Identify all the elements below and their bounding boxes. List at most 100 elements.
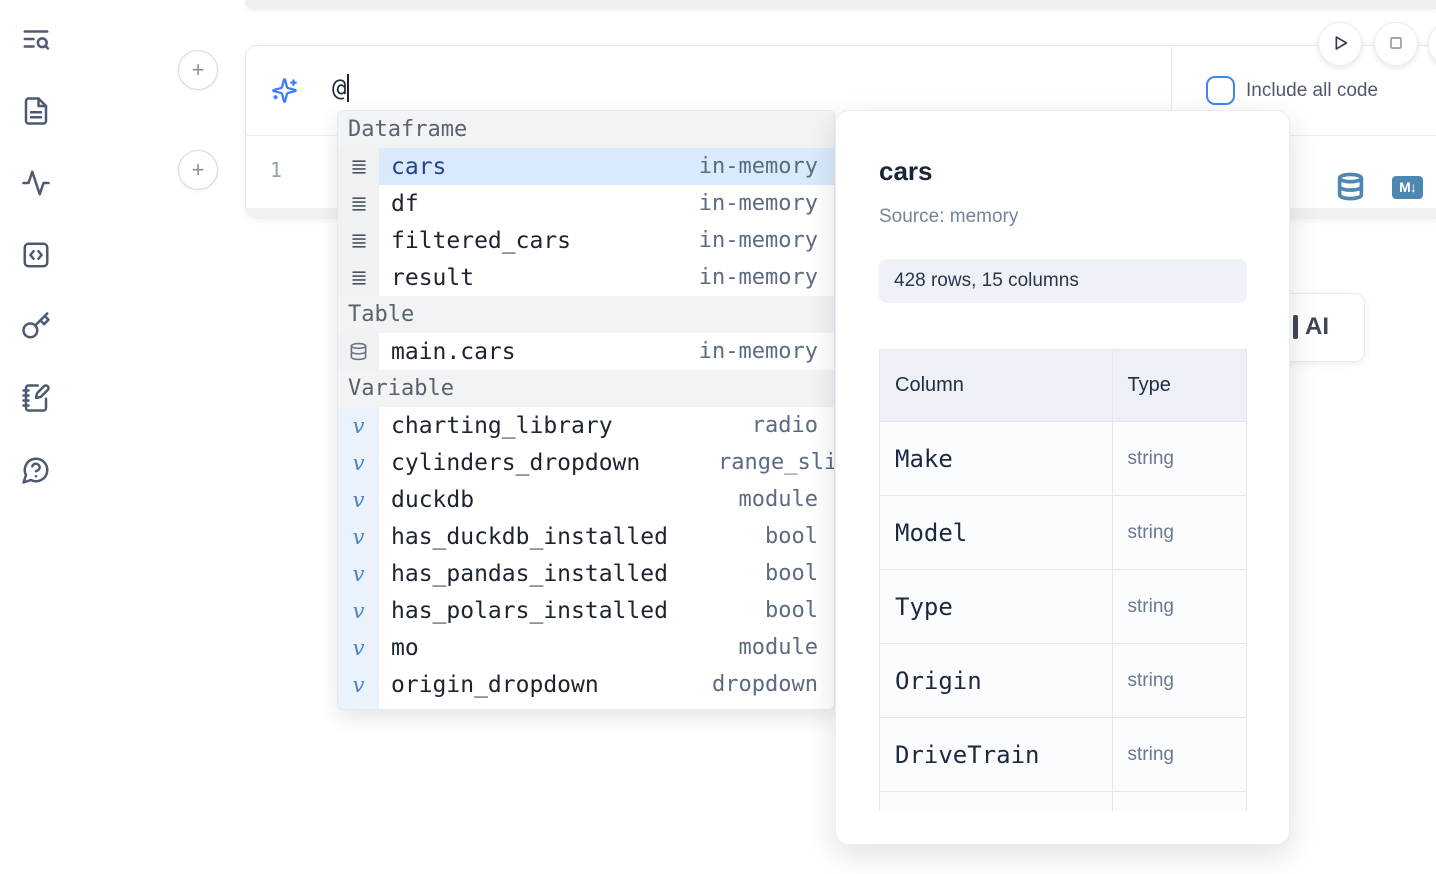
rows-icon xyxy=(338,148,379,185)
key-icon xyxy=(21,312,51,345)
item-name: pd xyxy=(391,709,419,710)
column-type-cell: string xyxy=(1111,569,1247,644)
database-icon xyxy=(338,333,379,370)
sidebar-item-snippets[interactable] xyxy=(21,240,51,270)
item-type: range_slider xyxy=(718,450,835,475)
autocomplete-item-origin_dropdown[interactable]: v origin_dropdown dropdown xyxy=(338,666,834,703)
dataframe-preview-panel: cars Source: memory 428 rows, 15 columns… xyxy=(835,110,1290,845)
include-all-code-checkbox[interactable] xyxy=(1206,76,1235,105)
item-type: bool xyxy=(765,598,818,623)
column-type-cell: string xyxy=(1111,495,1247,570)
variable-icon: v xyxy=(338,592,379,629)
sidebar-item-scratchpad[interactable] xyxy=(21,383,51,413)
markdown-icon[interactable]: M↓ xyxy=(1392,176,1423,199)
sidebar-item-secrets[interactable] xyxy=(21,311,51,341)
column-name-cell: Type xyxy=(879,569,1113,644)
ai-prompt-input[interactable]: @ xyxy=(332,74,350,102)
item-type: in-memory xyxy=(698,265,818,290)
sparkles-icon xyxy=(271,77,298,104)
column-name-cell: Model xyxy=(879,495,1113,570)
previous-cell-footer xyxy=(245,0,1436,9)
schema-header-type: Type xyxy=(1111,349,1247,422)
prompt-divider xyxy=(1171,46,1172,136)
autocomplete-item-cylinders_dropdown[interactable]: v cylinders_dropdown range_slider xyxy=(338,444,834,481)
variable-icon: v xyxy=(338,444,379,481)
item-name: has_duckdb_installed xyxy=(391,523,668,550)
item-type: radio xyxy=(751,413,818,438)
add-cell-button-bottom[interactable]: + xyxy=(178,150,218,190)
item-name: df xyxy=(391,190,419,217)
add-cell-button-top[interactable]: + xyxy=(178,50,218,90)
item-type: module xyxy=(738,487,818,512)
item-type: in-memory xyxy=(698,228,818,253)
rows-icon xyxy=(338,222,379,259)
preview-title: cars xyxy=(879,156,933,186)
item-type: in-memory xyxy=(698,191,818,216)
autocomplete-section-header: Dataframe xyxy=(338,111,834,148)
text-search-icon xyxy=(21,30,51,58)
variable-icon: v xyxy=(338,666,379,703)
item-type: module xyxy=(739,709,834,710)
item-name: result xyxy=(391,264,475,291)
schema-row-partial xyxy=(879,791,1247,811)
item-name: filtered_cars xyxy=(391,227,572,254)
autocomplete-section-header: Table xyxy=(338,296,834,333)
database-icon[interactable] xyxy=(1336,172,1365,201)
sidebar-item-search[interactable] xyxy=(21,24,51,54)
column-type-cell: string xyxy=(1111,421,1247,496)
ai-prompt-value: @ xyxy=(332,74,347,102)
autocomplete-item-filtered_cars[interactable]: filtered_cars in-memory xyxy=(338,222,834,259)
run-cell-button[interactable] xyxy=(1318,22,1362,66)
item-type: dropdown xyxy=(712,672,818,697)
code-editor-row[interactable]: 1 M↓ xyxy=(246,136,1436,208)
stop-button[interactable] xyxy=(1374,22,1418,66)
variable-icon: v xyxy=(338,407,379,444)
item-name: has_polars_installed xyxy=(391,597,668,624)
variable-icon: v xyxy=(338,481,379,518)
autocomplete-section-header: Variable xyxy=(338,370,834,407)
autocomplete-item-df[interactable]: df in-memory xyxy=(338,185,834,222)
item-name: origin_dropdown xyxy=(391,671,599,698)
rows-icon xyxy=(338,185,379,222)
item-name: has_pandas_installed xyxy=(391,560,668,587)
variable-icon: v xyxy=(338,518,379,555)
schema-header-column: Column xyxy=(879,349,1113,422)
activity-icon xyxy=(21,170,51,202)
autocomplete-item-pd[interactable]: vpdmodule xyxy=(338,703,834,710)
preview-source: Source: memory xyxy=(879,206,1019,227)
item-name: cars xyxy=(391,153,447,180)
column-name-cell: DriveTrain xyxy=(879,717,1113,792)
item-name: mo xyxy=(391,634,419,661)
column-type-cell: string xyxy=(1111,643,1247,718)
rows-icon xyxy=(338,259,379,296)
item-type: module xyxy=(738,635,818,660)
file-text-icon xyxy=(21,97,51,130)
item-name: duckdb xyxy=(391,486,475,513)
item-type: bool xyxy=(765,561,818,586)
sidebar-item-help[interactable] xyxy=(21,455,51,485)
item-type: in-memory xyxy=(698,154,818,179)
item-name: cylinders_dropdown xyxy=(391,449,641,476)
code-square-icon xyxy=(21,242,51,274)
column-type-cell: string xyxy=(1111,717,1247,792)
autocomplete-item-has_polars_installed[interactable]: v has_polars_installed bool xyxy=(338,592,834,629)
include-all-code-label: Include all code xyxy=(1246,80,1379,101)
sidebar-item-tracer[interactable] xyxy=(21,168,51,198)
stop-icon xyxy=(1385,32,1407,57)
text-cursor xyxy=(347,74,350,102)
shape-badge: 428 rows, 15 columns xyxy=(879,259,1247,303)
autocomplete-item-result[interactable]: result in-memory xyxy=(338,259,834,296)
autocomplete-item-cars[interactable]: cars in-memory xyxy=(338,148,834,185)
sidebar-item-files[interactable] xyxy=(21,96,51,126)
